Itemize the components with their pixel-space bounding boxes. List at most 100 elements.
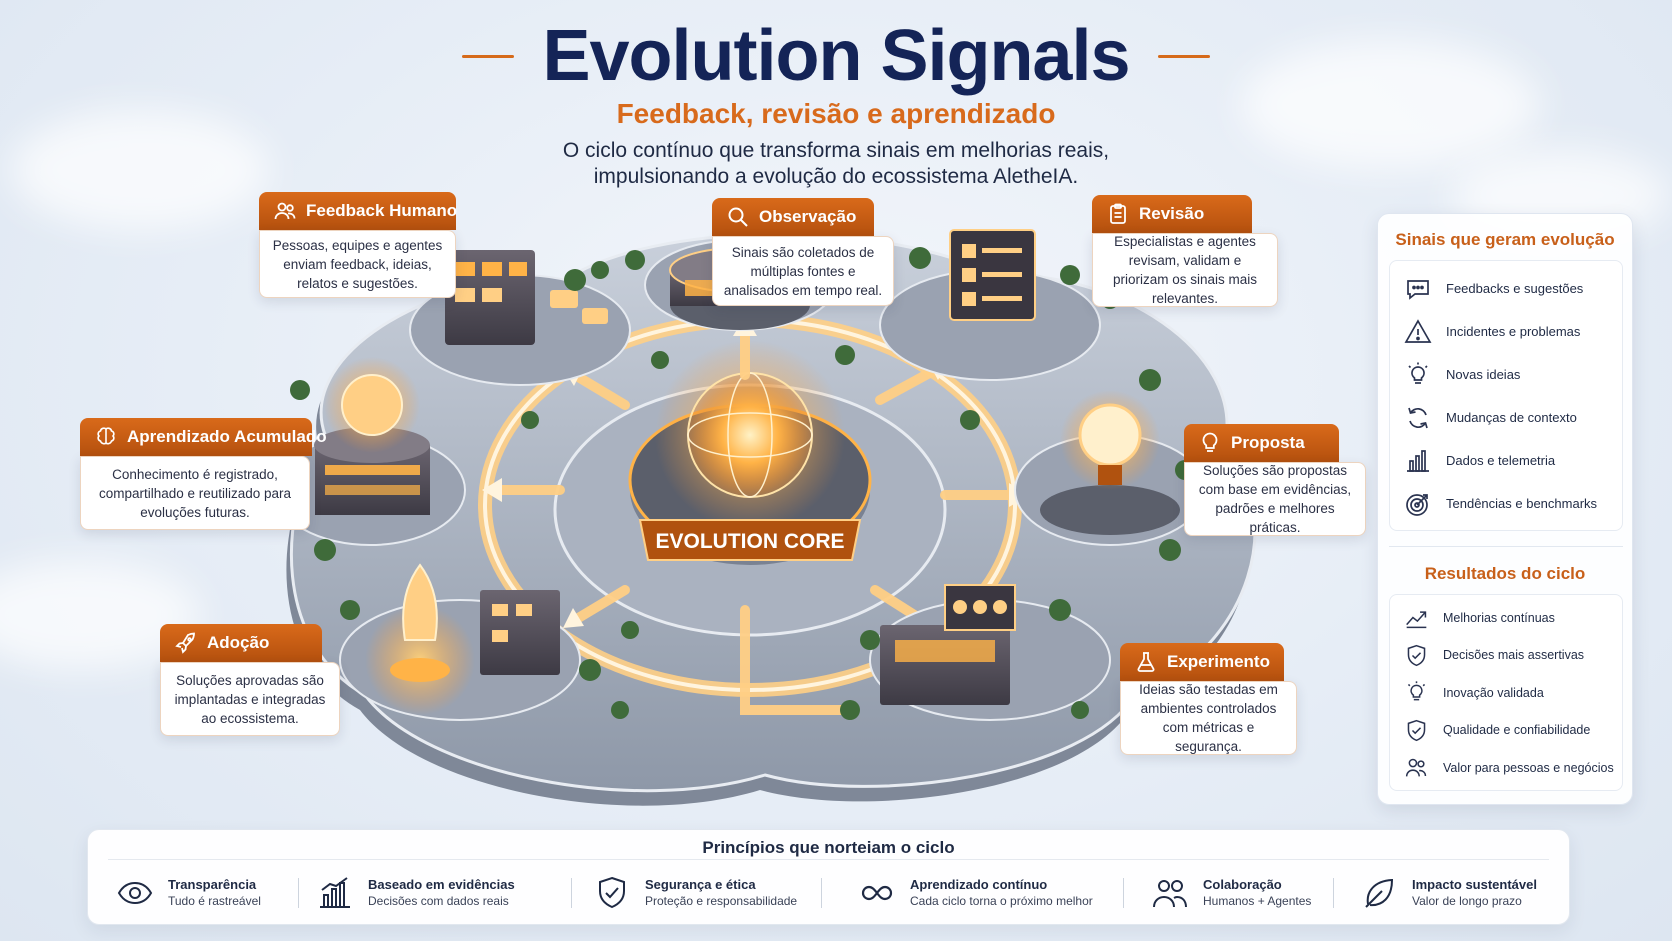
result-item: Melhorias contínuas bbox=[1390, 599, 1622, 637]
cloud bbox=[10, 110, 270, 230]
principles-bar: Princípios que norteiam o ciclo Transpar… bbox=[87, 829, 1570, 925]
principle-desc: Tudo é rastreável bbox=[168, 894, 261, 908]
stage-feedback-text: Pessoas, equipes e agentes enviam feedba… bbox=[259, 230, 456, 298]
principle-separator bbox=[571, 878, 572, 908]
signal-item: Incidentes e problemas bbox=[1390, 310, 1622, 353]
principle-name: Impacto sustentável bbox=[1412, 877, 1537, 892]
people-icon bbox=[1405, 758, 1427, 777]
result-item: Inovação validada bbox=[1390, 674, 1622, 712]
result-label: Decisões mais assertivas bbox=[1443, 648, 1585, 663]
stage-observacao-title: Observação bbox=[759, 207, 857, 226]
result-item: Decisões mais assertivas bbox=[1390, 637, 1622, 675]
stage-aprendizado-tab: Aprendizado Acumulado bbox=[80, 418, 327, 456]
principles-title: Princípios que norteiam o ciclo bbox=[702, 838, 955, 857]
brain-icon bbox=[97, 427, 115, 445]
lightbulb-icon bbox=[1408, 362, 1428, 384]
infinity-icon bbox=[861, 885, 893, 901]
result-label: Inovação validada bbox=[1443, 685, 1544, 700]
stage-observacao-tab: Observação bbox=[712, 198, 874, 236]
signal-label: Mudanças de contexto bbox=[1446, 410, 1577, 425]
review-building bbox=[949, 229, 1036, 321]
rocket-icon bbox=[175, 632, 195, 654]
stage-revisao-title: Revisão bbox=[1139, 204, 1205, 223]
results-panel-title: Resultados do ciclo bbox=[1424, 564, 1586, 583]
signal-label: Tendências e benchmarks bbox=[1446, 496, 1598, 511]
principle-desc: Cada ciclo torna o próximo melhor bbox=[910, 894, 1093, 908]
principle-name: Transparência bbox=[168, 877, 257, 892]
page-title: Evolution Signals bbox=[542, 16, 1130, 96]
header: Evolution Signals Feedback, revisão e ap… bbox=[0, 10, 1672, 190]
principle-separator bbox=[821, 878, 822, 908]
stage-adocao-text: Soluções aprovadas são implantadas e int… bbox=[160, 662, 340, 736]
principle-desc: Humanos + Agentes bbox=[1203, 894, 1312, 908]
page-subtitle: Feedback, revisão e aprendizado bbox=[616, 98, 1056, 129]
principle-name: Baseado em evidências bbox=[368, 877, 515, 892]
bar-chart-icon bbox=[320, 877, 350, 908]
tagline-line1: O ciclo contínuo que transforma sinais e… bbox=[562, 139, 1110, 162]
principle-name: Segurança e ética bbox=[645, 877, 756, 892]
stage-adocao-title: Adoção bbox=[207, 633, 270, 652]
result-label: Melhorias contínuas bbox=[1443, 610, 1555, 625]
stage-experimento-text: Ideias são testadas em ambientes control… bbox=[1120, 681, 1297, 755]
signal-item: Dados e telemetria bbox=[1390, 439, 1622, 482]
tagline-line2: impulsionando a evolução do ecossistema … bbox=[593, 165, 1079, 188]
shield-check-icon bbox=[599, 876, 625, 909]
principle-evidencias: Baseado em evidências Decisões com dados… bbox=[316, 874, 515, 912]
stage-aprendizado-text: Conhecimento é registrado, compartilhado… bbox=[80, 456, 310, 530]
leaf-icon bbox=[1365, 878, 1394, 908]
signals-panel-title: Sinais que geram evolução bbox=[1395, 230, 1615, 249]
stage-proposta-text: Soluções são propostas com base em evidê… bbox=[1184, 462, 1366, 536]
target-icon bbox=[1406, 493, 1428, 516]
principle-seguranca: Segurança e ética Proteção e responsabil… bbox=[593, 874, 797, 912]
stage-proposta-title: Proposta bbox=[1231, 433, 1305, 452]
signal-label: Novas ideias bbox=[1446, 367, 1521, 382]
signal-label: Incidentes e problemas bbox=[1446, 324, 1581, 339]
result-item: Qualidade e confiabilidade bbox=[1390, 712, 1622, 750]
title-decor-line bbox=[462, 54, 515, 58]
signals-list: Feedbacks e sugestões Incidentes e probl… bbox=[1389, 260, 1623, 531]
proposal-building bbox=[1040, 390, 1180, 535]
core-globe bbox=[687, 372, 813, 498]
stage-revisao-text: Especialistas e agentes revisam, validam… bbox=[1092, 233, 1278, 307]
principle-colaboracao: Colaboração Humanos + Agentes bbox=[1151, 874, 1311, 912]
principle-name: Aprendizado contínuo bbox=[910, 877, 1048, 892]
core-banner bbox=[638, 519, 862, 561]
core-globe-latitude bbox=[687, 412, 813, 458]
chat-bubble-icon bbox=[1407, 279, 1429, 300]
stage-adocao-tab: Adoção bbox=[160, 624, 322, 662]
result-label: Valor para pessoas e negócios bbox=[1443, 760, 1614, 775]
lightbulb-icon bbox=[1202, 432, 1218, 452]
warning-icon bbox=[1404, 318, 1432, 343]
principle-desc: Proteção e responsabilidade bbox=[645, 894, 798, 908]
lightbulb-icon bbox=[1407, 681, 1426, 701]
eye-icon bbox=[117, 881, 153, 905]
refresh-icon bbox=[1408, 407, 1428, 428]
principle-desc: Decisões com dados reais bbox=[368, 894, 509, 908]
experiment-building bbox=[880, 584, 1016, 705]
result-item: Valor para pessoas e negócios bbox=[1390, 749, 1622, 787]
signal-item: Feedbacks e sugestões bbox=[1390, 267, 1622, 310]
stage-feedback-title: Feedback Humano bbox=[306, 201, 458, 220]
flask-icon bbox=[1137, 652, 1155, 672]
results-list: Melhorias contínuas Decisões mais assert… bbox=[1389, 594, 1623, 791]
principle-separator bbox=[298, 878, 299, 908]
signal-item: Novas ideias bbox=[1390, 353, 1622, 396]
side-panel: Sinais que geram evolução Feedbacks e su… bbox=[1377, 213, 1633, 805]
stage-experimento-title: Experimento bbox=[1167, 652, 1270, 671]
learning-building bbox=[314, 357, 430, 515]
shield-check-icon bbox=[1407, 644, 1426, 666]
stage-proposta-tab: Proposta bbox=[1184, 424, 1339, 462]
signal-label: Dados e telemetria bbox=[1446, 453, 1556, 468]
panel-divider bbox=[1389, 546, 1623, 547]
principle-aprendizado: Aprendizado contínuo Cada ciclo torna o … bbox=[858, 874, 1093, 912]
people-icon bbox=[1153, 880, 1187, 908]
signal-item: Mudanças de contexto bbox=[1390, 396, 1622, 439]
stage-revisao-tab: Revisão bbox=[1092, 195, 1252, 233]
clipboard-icon bbox=[1110, 203, 1126, 224]
principle-separator bbox=[1123, 878, 1124, 908]
signal-label: Feedbacks e sugestões bbox=[1446, 281, 1584, 296]
stage-aprendizado-title: Aprendizado Acumulado bbox=[127, 427, 327, 446]
cloud bbox=[1240, 40, 1540, 170]
core-banner-label: EVOLUTION CORE bbox=[655, 530, 844, 553]
magnifier-icon bbox=[728, 207, 748, 227]
